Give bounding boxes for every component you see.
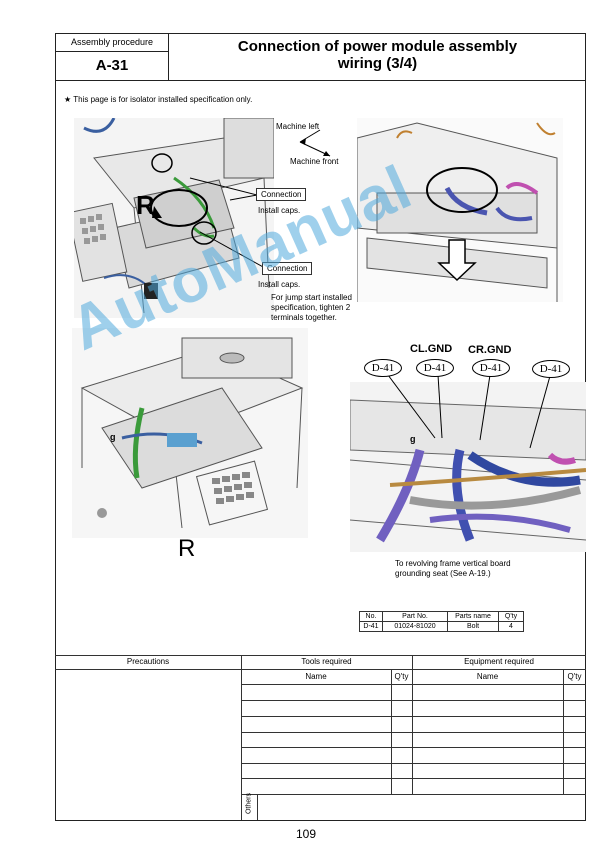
tools-required-heading: Tools required xyxy=(301,657,352,666)
connection-label-2: Connection xyxy=(262,262,313,275)
r-marker-bottom: R xyxy=(178,535,196,562)
row-rule xyxy=(241,778,586,779)
page-title: Connection of power module assembly wiri… xyxy=(169,38,586,72)
bottom-head-rule xyxy=(55,669,586,670)
row-rule xyxy=(241,732,586,733)
row-rule xyxy=(241,700,586,701)
jump-start-line-3: terminals together. xyxy=(271,313,337,322)
figure1-leader-lines xyxy=(189,129,331,269)
jump-start-line-1: For jump start installed xyxy=(271,293,352,302)
cr-gnd-label: CR.GND xyxy=(468,344,512,356)
g-marker: g xyxy=(110,432,116,442)
bolt-tag-1: D-41 xyxy=(364,359,402,377)
grounding-caption: To revolving frame vertical board ground… xyxy=(395,559,511,579)
parts-table-header: No. Part No. Parts name Q'ty xyxy=(359,611,524,622)
col-part-no: Part No. xyxy=(382,611,448,622)
row-rule xyxy=(241,763,586,764)
cell-parts-name: Bolt xyxy=(447,621,499,632)
bolt-tag-2: D-41 xyxy=(416,359,454,377)
tools-equip-divider xyxy=(412,655,413,794)
bottom-top-rule xyxy=(55,655,586,656)
page-number: 109 xyxy=(295,827,317,841)
equipment-required-heading: Equipment required xyxy=(464,657,534,666)
install-caps-label-1: Install caps. xyxy=(258,206,301,215)
g-marker-right: g xyxy=(410,434,416,444)
figure-grounding-detail: g xyxy=(350,374,586,552)
title-line-2: wiring (3/4) xyxy=(337,55,418,72)
table-row: D-41 01024-81020 Bolt 4 xyxy=(359,621,524,632)
install-caps-label-2: Install caps. xyxy=(258,280,301,289)
tools-qty-heading: Q'ty xyxy=(394,672,409,681)
grounding-caption-line-1: To revolving frame vertical board xyxy=(395,559,511,568)
figure-overall-view xyxy=(357,118,563,302)
equip-qty-divider xyxy=(563,669,564,794)
row-rule xyxy=(241,747,586,748)
cell-qty: 4 xyxy=(498,621,524,632)
figure-power-module-detail: g xyxy=(72,328,308,538)
col-qty: Q'ty xyxy=(498,611,524,622)
row-rule xyxy=(241,684,586,685)
tools-qty-divider xyxy=(391,669,392,794)
equipment-name-heading: Name xyxy=(476,672,499,681)
procedure-label: Assembly procedure xyxy=(55,33,169,52)
machine-left-label: Machine left xyxy=(276,122,320,131)
tools-name-heading: Name xyxy=(305,672,327,681)
jump-start-note: For jump start installed specification, … xyxy=(271,293,352,323)
cl-gnd-label: CL.GND xyxy=(410,343,453,355)
figure-power-module-top: R xyxy=(74,118,274,318)
jump-start-line-2: specification, tighten 2 xyxy=(271,303,351,312)
procedure-code: A-31 xyxy=(95,57,129,74)
row-rule xyxy=(241,794,586,795)
cell-no: D-41 xyxy=(359,621,383,632)
header-divider xyxy=(55,80,586,81)
spec-note: ★ This page is for isolator installed sp… xyxy=(64,95,253,104)
row-rule xyxy=(241,716,586,717)
precautions-divider xyxy=(241,655,242,820)
col-parts-name: Parts name xyxy=(447,611,499,622)
bolt-tag-3: D-41 xyxy=(472,359,510,377)
equipment-qty-heading: Q'ty xyxy=(567,672,582,681)
r-marker-top: R xyxy=(136,190,155,220)
col-no: No. xyxy=(359,611,383,622)
connection-label-1: Connection xyxy=(256,188,307,201)
others-divider xyxy=(257,794,258,820)
parts-table: No. Part No. Parts name Q'ty D-41 01024-… xyxy=(359,611,524,632)
bolt-tag-4: D-41 xyxy=(532,360,570,378)
precautions-heading: Precautions xyxy=(126,657,170,666)
procedure-box xyxy=(55,33,169,80)
cell-part-no: 01024-81020 xyxy=(382,621,448,632)
title-line-1: Connection of power module assembly xyxy=(237,38,518,55)
grounding-caption-line-2: grounding seat (See A-19.) xyxy=(395,569,491,578)
machine-front-label: Machine front xyxy=(290,157,339,166)
others-label: Others xyxy=(245,793,253,815)
